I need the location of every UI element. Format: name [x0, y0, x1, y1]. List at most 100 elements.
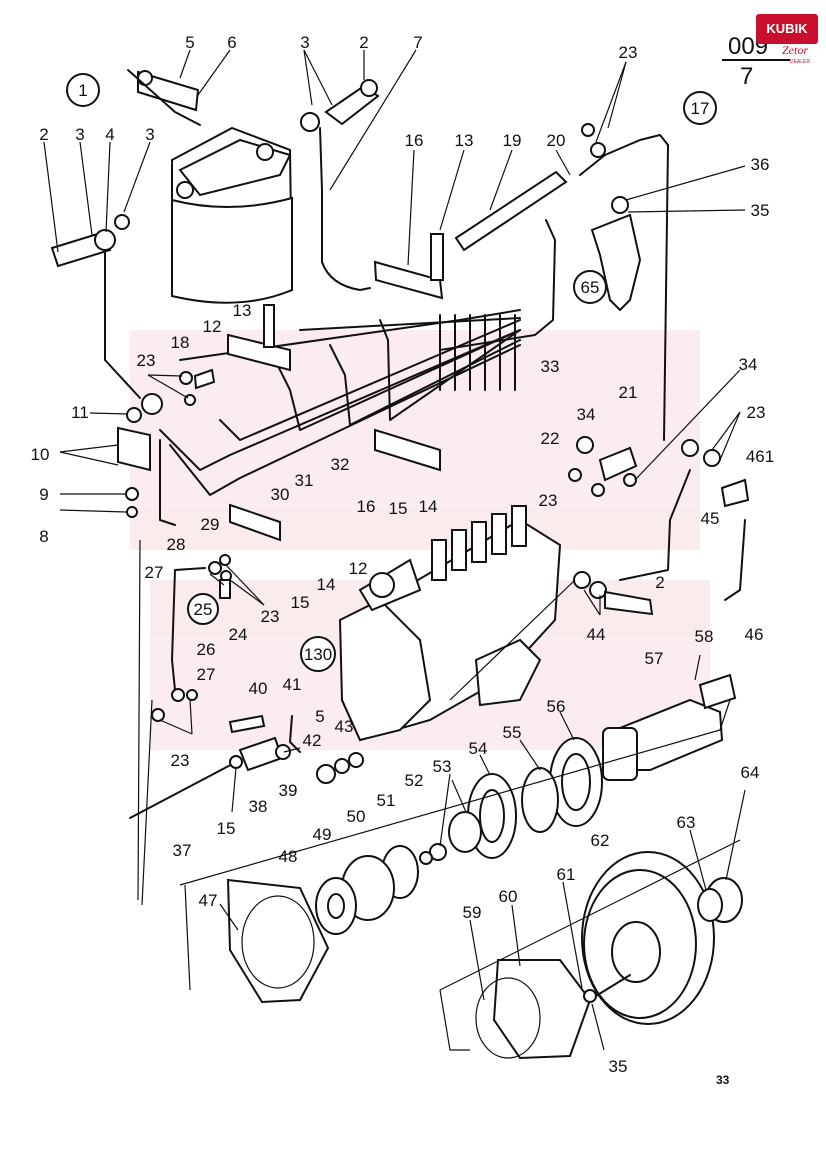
callout-label: 16	[405, 131, 424, 150]
callout-label: 15	[389, 499, 408, 518]
callout-label: 23	[137, 351, 156, 370]
callout-label: 48	[279, 847, 298, 866]
callout-label: 23	[619, 43, 638, 62]
callout-label: 5	[185, 33, 194, 52]
callout-label: 34	[577, 405, 596, 424]
left-fittings	[117, 407, 176, 526]
callout-label: 44	[587, 625, 606, 644]
callout-label: 37	[173, 841, 192, 860]
ref-circle: 25	[194, 600, 213, 619]
callout-label: 18	[171, 333, 190, 352]
banjo-bolt	[300, 79, 380, 132]
pipe-clamps	[227, 233, 444, 542]
callout-label: 12	[203, 317, 222, 336]
callout-label: 26	[197, 640, 216, 659]
callout-label: 63	[677, 813, 696, 832]
callout-label: 9	[39, 485, 48, 504]
callout-label: 5	[315, 707, 324, 726]
injector-assembly	[439, 123, 669, 441]
callout-label: 461	[746, 447, 774, 466]
page-number: 33	[716, 1073, 730, 1087]
callout-label: 3	[75, 125, 84, 144]
callout-label: 47	[199, 891, 218, 910]
callout-label: 8	[39, 527, 48, 546]
nut-63-64	[697, 877, 743, 923]
callout-label: 60	[499, 887, 518, 906]
gasket-47	[226, 878, 330, 1004]
callout-label: 53	[433, 757, 452, 776]
callout-label: 27	[197, 665, 216, 684]
callout-label: 16	[357, 497, 376, 516]
leader-lines	[43, 49, 746, 1051]
callout-label: 30	[271, 485, 290, 504]
logo-brand: KUBIK	[766, 21, 808, 36]
callout-label: 45	[701, 509, 720, 528]
callout-label: 40	[249, 679, 268, 698]
callout-label: 36	[751, 155, 770, 174]
gear-62	[581, 851, 715, 1025]
callout-label: 59	[463, 903, 482, 922]
pipe-45-46	[619, 439, 750, 601]
callout-label: 34	[739, 355, 758, 374]
fitting-18	[179, 368, 216, 406]
callout-label: 24	[229, 625, 248, 644]
callout-label: 14	[317, 575, 336, 594]
ref-circle: 17	[691, 99, 710, 118]
callout-label: 3	[145, 125, 154, 144]
callout-label: 12	[349, 559, 368, 578]
callout-label: 13	[233, 301, 252, 320]
callout-label: 23	[261, 607, 280, 626]
callout-label: 22	[541, 429, 560, 448]
logo-tag: DEALER	[790, 59, 810, 65]
callout-label: 42	[303, 731, 322, 750]
callout-label: 10	[31, 445, 50, 464]
callout-label: 23	[539, 491, 558, 510]
callout-label: 28	[167, 535, 186, 554]
cover-59-61	[475, 959, 631, 1060]
injection-pipes	[159, 309, 521, 496]
frame-lines	[137, 539, 741, 1051]
kubik-logo: KUBIK Zetor DEALER	[756, 14, 818, 65]
callout-label: 61	[557, 865, 576, 884]
fuel-filter	[127, 69, 294, 304]
washers-42-43	[316, 752, 364, 784]
callout-label: 64	[741, 763, 760, 782]
fittings-2-44	[573, 571, 654, 616]
ring-53	[448, 811, 482, 853]
callout-label: 52	[405, 771, 424, 790]
callout-label: 54	[469, 739, 488, 758]
stop-rod	[129, 714, 301, 819]
ref-circle: 65	[581, 278, 600, 297]
callout-label: 41	[283, 675, 302, 694]
injection-pump	[338, 505, 562, 742]
callout-label: 20	[547, 131, 566, 150]
callout-label: 7	[413, 33, 422, 52]
callout-label: 11	[71, 403, 89, 422]
callout-numbers: 5 6 3 2 7 2 3 4 3 16 13 19 20 23 36 35 1…	[31, 33, 775, 1076]
callout-label: 56	[547, 697, 566, 716]
callout-label: 14	[419, 497, 438, 516]
callout-label: 55	[503, 723, 522, 742]
callout-label: 51	[377, 791, 396, 810]
sheet-code-bottom: 7	[740, 63, 753, 90]
callout-label: 21	[619, 383, 638, 402]
callout-label: 38	[249, 797, 268, 816]
callout-label: 39	[279, 781, 298, 800]
ref-circle: 130	[304, 645, 332, 664]
callout-label: 15	[217, 819, 236, 838]
callout-label: 27	[145, 563, 164, 582]
callout-label: 35	[609, 1057, 628, 1076]
callout-label: 31	[295, 471, 314, 490]
callout-label: 15	[291, 593, 310, 612]
callout-label: 46	[745, 625, 764, 644]
callout-label: 62	[591, 831, 610, 850]
callout-label: 19	[503, 131, 522, 150]
callout-label: 23	[747, 403, 766, 422]
callout-label: 43	[335, 717, 354, 736]
callout-label: 33	[541, 357, 560, 376]
callout-label: 13	[455, 131, 474, 150]
ref-circle: 1	[78, 81, 87, 100]
callout-label: 32	[331, 455, 350, 474]
callout-label: 4	[105, 125, 114, 144]
